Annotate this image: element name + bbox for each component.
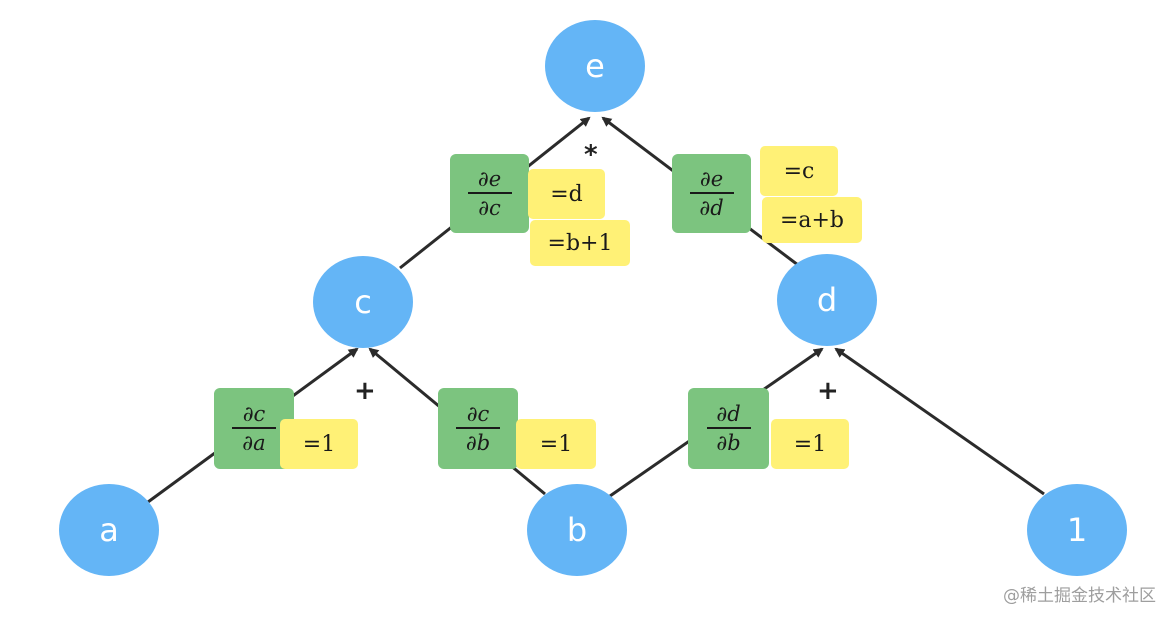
partial-de-dc-numerator: ∂e [477, 167, 502, 192]
node-d: d [777, 254, 877, 346]
fraction-bar [456, 427, 500, 429]
node-c: c [313, 256, 413, 348]
value-dc-da: =1 [280, 419, 358, 469]
edge-one-to-d [834, 347, 1045, 496]
partial-de-dd-denominator: ∂d [699, 195, 724, 220]
partial-de-dc: ∂e ∂c [450, 154, 529, 233]
node-e-label: e [585, 47, 605, 85]
node-a-label: a [99, 511, 119, 549]
value-de-dc-2: =b+1 [530, 220, 630, 266]
value-dc-db: =1 [516, 419, 596, 469]
value-de-dd-1: =c [760, 146, 838, 196]
node-b: b [527, 484, 627, 576]
partial-dd-db-denominator: ∂b [716, 430, 741, 455]
plus-operator-c: + [354, 376, 376, 406]
partial-dd-db-numerator: ∂d [716, 402, 741, 427]
node-c-label: c [354, 283, 372, 321]
fraction-bar [706, 427, 751, 429]
node-one: 1 [1027, 484, 1127, 576]
partial-dc-da-numerator: ∂c [242, 402, 266, 427]
watermark: @稀土掘金技术社区 [1003, 586, 1156, 606]
partial-dc-db-denominator: ∂b [465, 430, 491, 455]
fraction-bar [467, 192, 512, 194]
partial-de-dd-numerator: ∂e [699, 167, 724, 192]
node-one-label: 1 [1066, 511, 1088, 549]
node-b-label: b [566, 511, 588, 549]
fraction-bar [689, 192, 734, 194]
partial-de-dd: ∂e ∂d [672, 154, 751, 233]
partial-dc-db: ∂c ∂b [438, 388, 518, 469]
partial-dd-db: ∂d ∂b [688, 388, 769, 469]
multiply-operator: * [584, 140, 598, 170]
fraction-bar [232, 427, 276, 429]
partial-dc-da-denominator: ∂a [242, 430, 266, 455]
node-d-label: d [816, 281, 838, 319]
partial-de-dc-denominator: ∂c [478, 195, 501, 220]
node-e: e [545, 20, 645, 112]
value-de-dc-1: =d [528, 169, 605, 219]
node-a: a [59, 484, 159, 576]
plus-operator-d: + [817, 376, 839, 406]
value-de-dd-2: =a+b [762, 197, 862, 243]
partial-dc-db-numerator: ∂c [466, 402, 490, 427]
value-dd-db: =1 [771, 419, 849, 469]
